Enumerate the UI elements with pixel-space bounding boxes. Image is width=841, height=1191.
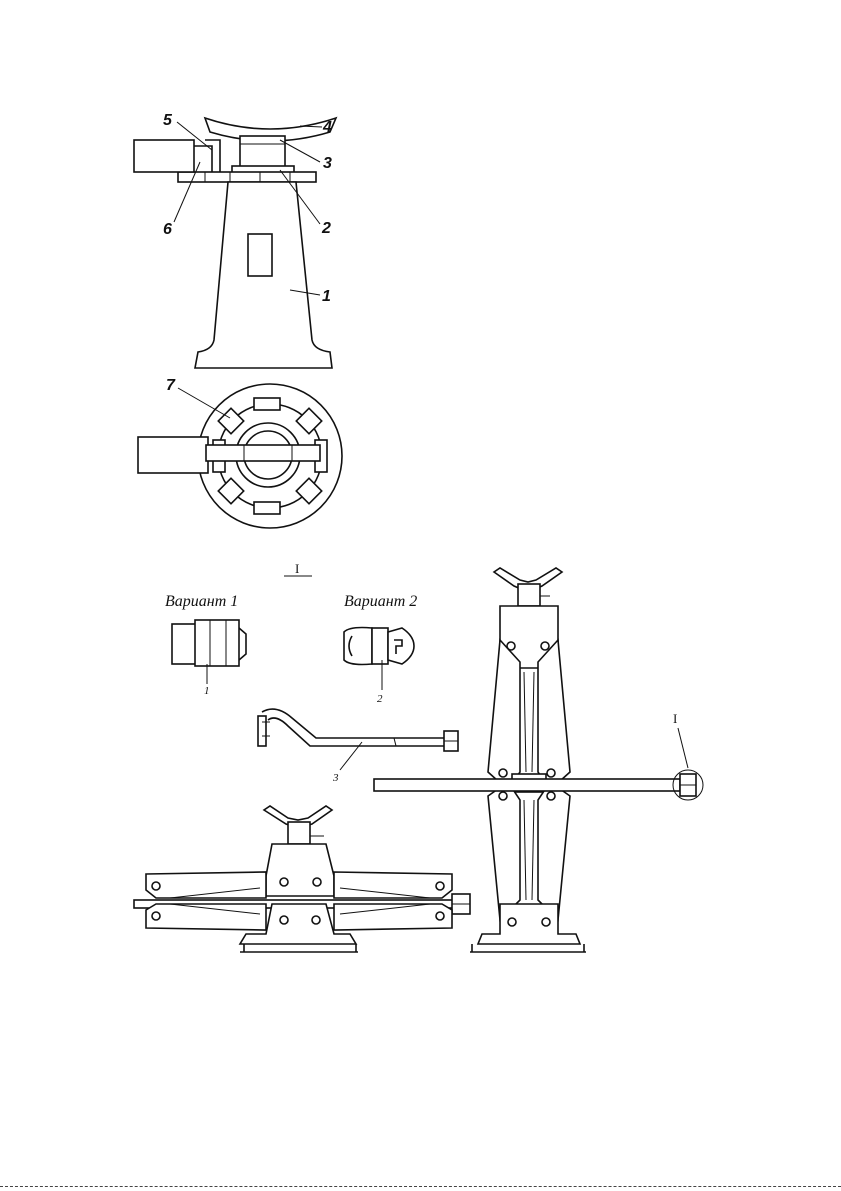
- part-3-label: 3: [332, 772, 339, 784]
- label-6: 6: [163, 221, 172, 238]
- body-window: [248, 234, 272, 276]
- crank-handle: [258, 709, 458, 751]
- variant-2-hook: [344, 628, 414, 665]
- bottle-jack-side-view: [134, 118, 336, 368]
- page-bottom-border: [0, 1186, 841, 1187]
- label-5: 5: [163, 112, 173, 129]
- ram-part: [240, 136, 285, 168]
- detail-label-i: I: [295, 561, 299, 576]
- label-4: 4: [322, 119, 332, 136]
- callout-label-i: I: [673, 711, 677, 726]
- flat-scissor-jack: [134, 806, 470, 952]
- label-3: 3: [323, 155, 332, 172]
- label-7: 7: [166, 377, 176, 394]
- label-1: 1: [322, 288, 331, 305]
- handle-part: [134, 140, 194, 172]
- variant-1-socket: [172, 620, 246, 666]
- bottle-jack-top-view: [138, 384, 342, 528]
- variant-1-label: Вариант 1: [165, 593, 238, 610]
- top-plate: [178, 172, 316, 182]
- variant-2-label: Вариант 2: [344, 593, 417, 610]
- part-1-label: 1: [204, 685, 210, 697]
- label-2: 2: [321, 220, 331, 237]
- part-2-label: 2: [377, 693, 383, 705]
